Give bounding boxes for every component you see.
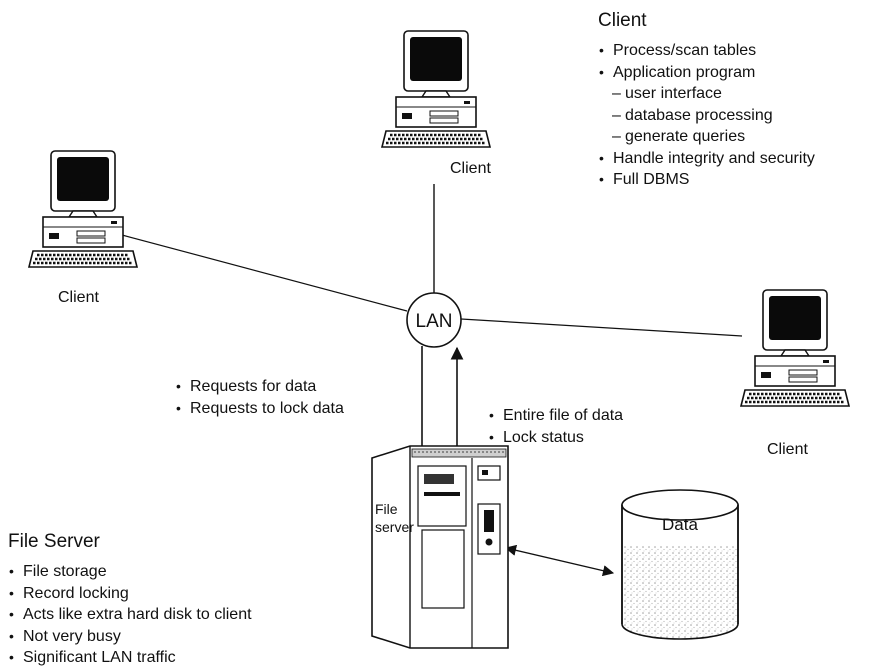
link-right-client-lan [460,318,743,337]
response-note: Lock status [488,427,623,449]
client-top-computer [380,29,492,149]
file-server-info-item: Significant LAN traffic [8,647,252,669]
file-server-label-2: server [375,519,414,535]
client-left-computer [27,149,139,269]
server-data-arrow [504,544,615,577]
response-note: Entire file of data [488,405,623,427]
file-server-info-heading: File Server [8,531,100,552]
client-info-item: Full DBMS [598,169,815,191]
client-info-subitem: user interface [598,83,815,105]
client-info-subitem: database processing [598,105,815,127]
file-server-info-item: Acts like extra hard disk to client [8,604,252,626]
client-info-item: Application program [598,62,815,84]
link-left-client-lan [121,234,408,312]
request-note: Requests for data [175,376,344,398]
response-notes: Entire file of data Lock status [488,405,623,448]
client-info-item: Process/scan tables [598,40,815,62]
lan-label: LAN [416,311,453,332]
file-server-info-item: Record locking [8,583,252,605]
client-right-label: Client [767,441,808,458]
request-note: Requests to lock data [175,398,344,420]
client-left-label: Client [58,289,99,306]
file-server-icon [371,445,509,649]
client-info-item: Handle integrity and security [598,148,815,170]
network-diagram: LAN File server Data [27,29,851,649]
file-server-info-item: File storage [8,561,252,583]
client-right-computer [739,288,851,408]
request-notes: Requests for data Requests to lock data [175,376,344,419]
client-top-label: Client [450,160,491,177]
lan-hub [406,292,462,348]
file-server-label-1: File [375,501,398,517]
data-cylinder [621,489,739,640]
client-info-heading: Client [598,10,647,31]
client-info-subitem: generate queries [598,126,815,148]
data-label: Data [662,515,698,534]
file-server-info-item: Not very busy [8,626,252,648]
client-info-list: Process/scan tables Application program … [598,40,815,191]
file-server-info-list: File storage Record locking Acts like ex… [8,561,252,669]
